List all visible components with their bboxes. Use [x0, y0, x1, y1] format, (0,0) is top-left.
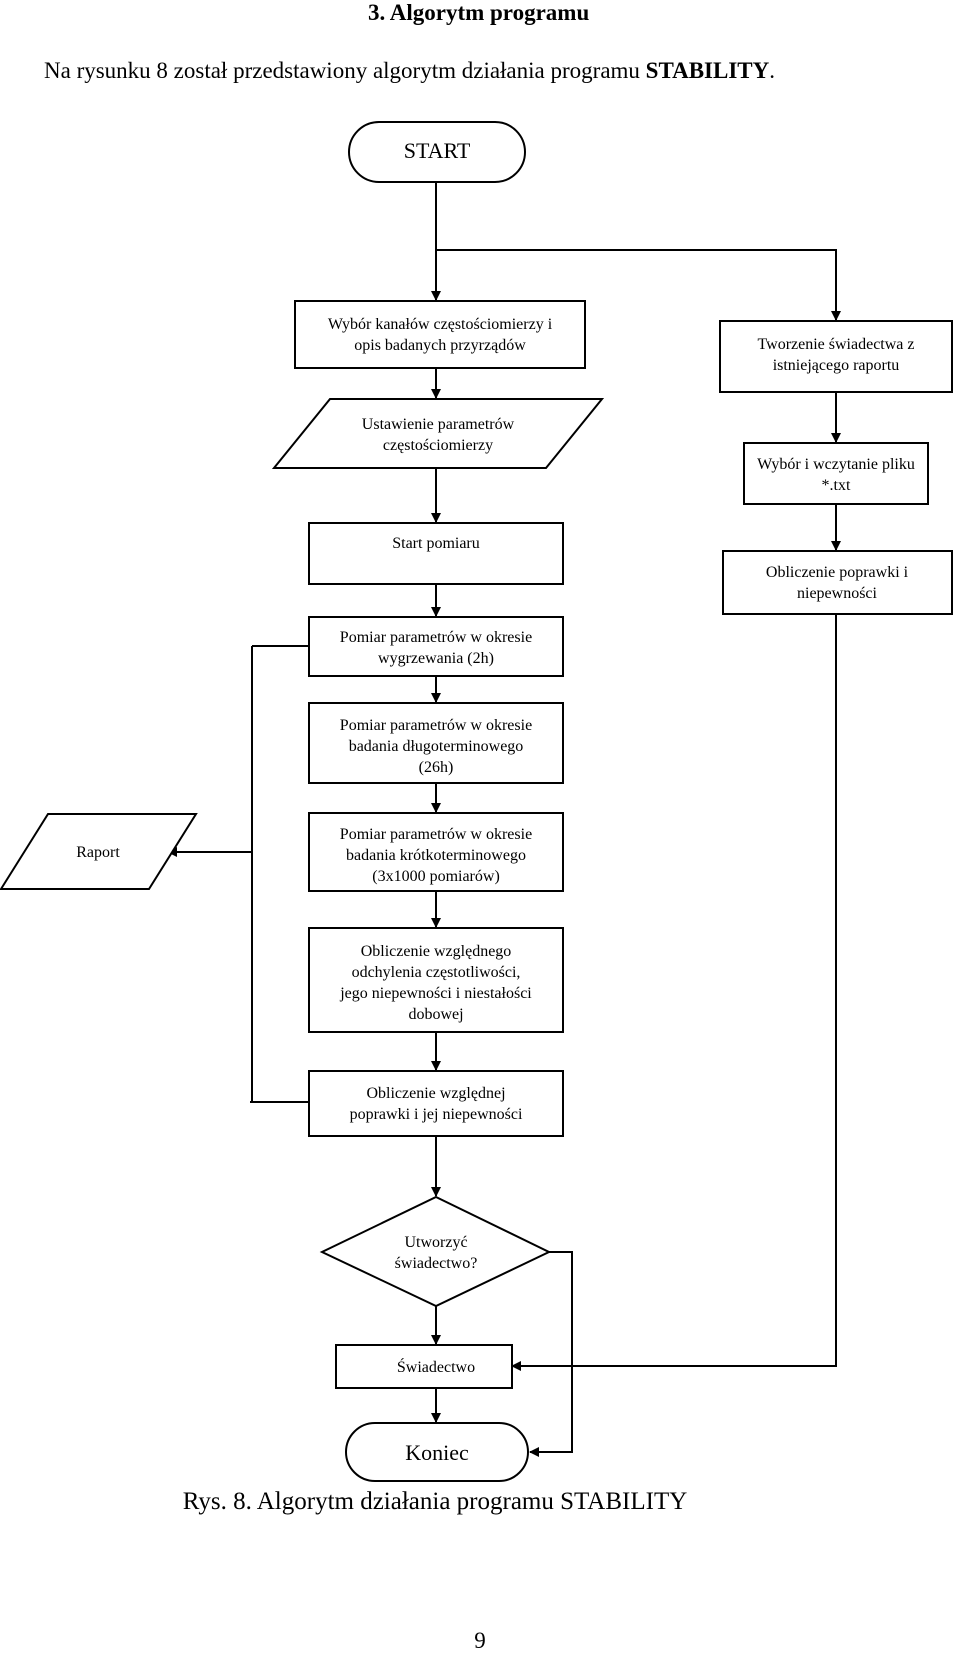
node-label-line: Pomiar parametrów w okresie	[340, 717, 532, 734]
node-label-line: wygrzewania (2h)	[378, 650, 494, 667]
intro-paragraph: Na rysunku 8 został przedstawiony algory…	[44, 58, 775, 84]
node-wybor-pliku-label: Wybór i wczytanie pliku *.txt	[757, 456, 915, 494]
node-obliczenie-poprawki-label: Obliczenie poprawki i niepewności	[766, 564, 909, 602]
node-label-line: badania krótkoterminowego	[346, 847, 526, 864]
node-label-line: opis badanych przyrządów	[354, 337, 526, 354]
node-label-line: *.txt	[822, 477, 851, 494]
node-label-line: poprawki i jej niepewności	[350, 1106, 523, 1123]
node-wybor-kanalow-label: Wybór kanałów częstościomierzy i opis bad…	[328, 316, 553, 354]
node-ustawienie: Ustawienie parametrów częstościomierzy	[271, 398, 605, 469]
node-pomiar-wygrzewania-label: Pomiar parametrów w okresie wygrzewania (…	[340, 629, 532, 667]
node-start: START	[348, 121, 526, 183]
node-raport-label: Raport	[76, 844, 120, 861]
node-obliczenie-poprawki-wzgl-label: Obliczenie względnej poprawki i jej niepe…	[350, 1085, 523, 1123]
node-decyzja-label: Utworzyć świadectwo?	[395, 1234, 478, 1272]
node-label-line: jego niepewności i niestałości	[339, 985, 532, 1002]
node-decyzja: Utworzyć świadectwo?	[319, 1195, 552, 1308]
connector-decyzja-koniec	[529, 1251, 573, 1457]
node-start-label: START	[404, 138, 471, 163]
node-label-line: Pomiar parametrów w okresie	[340, 826, 532, 843]
node-label-line: (3x1000 pomiarów)	[372, 868, 500, 885]
node-label-line: Wybór kanałów częstościomierzy i	[328, 316, 553, 333]
connectors	[167, 182, 841, 1457]
node-label-line: częstościomierzy	[383, 437, 493, 454]
node-label-line: START	[404, 138, 471, 163]
node-pomiar-dlugo: Pomiar parametrów w okresie badania długo…	[308, 702, 564, 784]
node-pomiar-wygrzewania: Pomiar parametrów w okresie wygrzewania (…	[308, 616, 564, 677]
figure-caption: Rys. 8. Algorytm działania programu STAB…	[182, 1488, 688, 1515]
connector-bus-raport	[250, 646, 253, 1103]
node-label-line: Utworzyć	[404, 1234, 467, 1251]
node-obliczenie-poprawki-wzgl: Obliczenie względnej poprawki i jej niepe…	[308, 1070, 564, 1137]
node-label-line: odchylenia częstotliwości,	[352, 964, 521, 981]
connector-obliczenie-swiadectwo	[511, 614, 837, 1371]
node-label-line: Pomiar parametrów w okresie	[340, 629, 532, 646]
node-pomiar-krotko: Pomiar parametrów w okresie badania krótk…	[308, 812, 564, 892]
node-label-line: Obliczenie poprawki i	[766, 564, 909, 581]
node-ustawienie-label: Ustawienie parametrów częstościomierzy	[362, 416, 515, 454]
connector-start-tworzenie	[436, 249, 841, 321]
node-koniec: Koniec	[345, 1422, 529, 1482]
node-start-pomiaru-label: Start pomiaru	[392, 535, 480, 552]
page-number: 9	[474, 1628, 486, 1653]
node-tworzenie-label: Tworzenie świadectwa z istniejącego rapor…	[757, 336, 914, 374]
node-pomiar-dlugo-label: Pomiar parametrów w okresie badania długo…	[340, 717, 532, 776]
node-label-line: Obliczenie względnego	[361, 943, 512, 960]
node-label-line: dobowej	[408, 1006, 463, 1023]
node-label-line: świadectwo?	[395, 1255, 478, 1272]
intro-end: .	[769, 58, 775, 83]
node-swiadectwo: Świadectwo	[335, 1344, 513, 1389]
node-wybor-kanalow: Wybór kanałów częstościomierzy i opis bad…	[294, 300, 586, 369]
node-label-line: Ustawienie parametrów	[362, 416, 515, 433]
node-label-line: Start pomiaru	[392, 535, 480, 552]
node-koniec-label: Koniec	[405, 1440, 469, 1465]
node-obliczenie-poprawki: Obliczenie poprawki i niepewności	[722, 550, 953, 615]
node-label-line: niepewności	[797, 585, 878, 602]
node-raport: Raport	[0, 813, 198, 890]
node-start-pomiaru: Start pomiaru	[308, 522, 564, 585]
node-label-line: badania długoterminowego	[349, 738, 524, 755]
node-obliczenie-odchylenia-label: Obliczenie względnego odchylenia częstotl…	[339, 943, 532, 1023]
intro-program-name: STABILITY	[645, 58, 770, 83]
node-obliczenie-odchylenia: Obliczenie względnego odchylenia częstotl…	[308, 927, 564, 1033]
node-label-line: Wybór i wczytanie pliku	[757, 456, 915, 473]
node-swiadectwo-label: Świadectwo	[397, 1357, 475, 1376]
node-label-line: Raport	[76, 844, 120, 861]
intro-text: Na rysunku 8 został przedstawiony algory…	[44, 58, 646, 83]
node-label-line: Koniec	[405, 1440, 469, 1465]
node-pomiar-krotko-label: Pomiar parametrów w okresie badania krótk…	[340, 826, 532, 885]
node-label-line: istniejącego raportu	[773, 357, 900, 374]
node-label-line: Tworzenie świadectwa z	[757, 336, 914, 353]
node-label-line: Świadectwo	[397, 1357, 475, 1376]
node-wybor-pliku: Wybór i wczytanie pliku *.txt	[743, 442, 929, 505]
node-label-line: (26h)	[419, 759, 454, 776]
section-heading: 3. Algorytm programu	[368, 0, 590, 25]
node-tworzenie: Tworzenie świadectwa z istniejącego rapor…	[719, 320, 953, 393]
node-label-line: Obliczenie względnej	[366, 1085, 505, 1102]
